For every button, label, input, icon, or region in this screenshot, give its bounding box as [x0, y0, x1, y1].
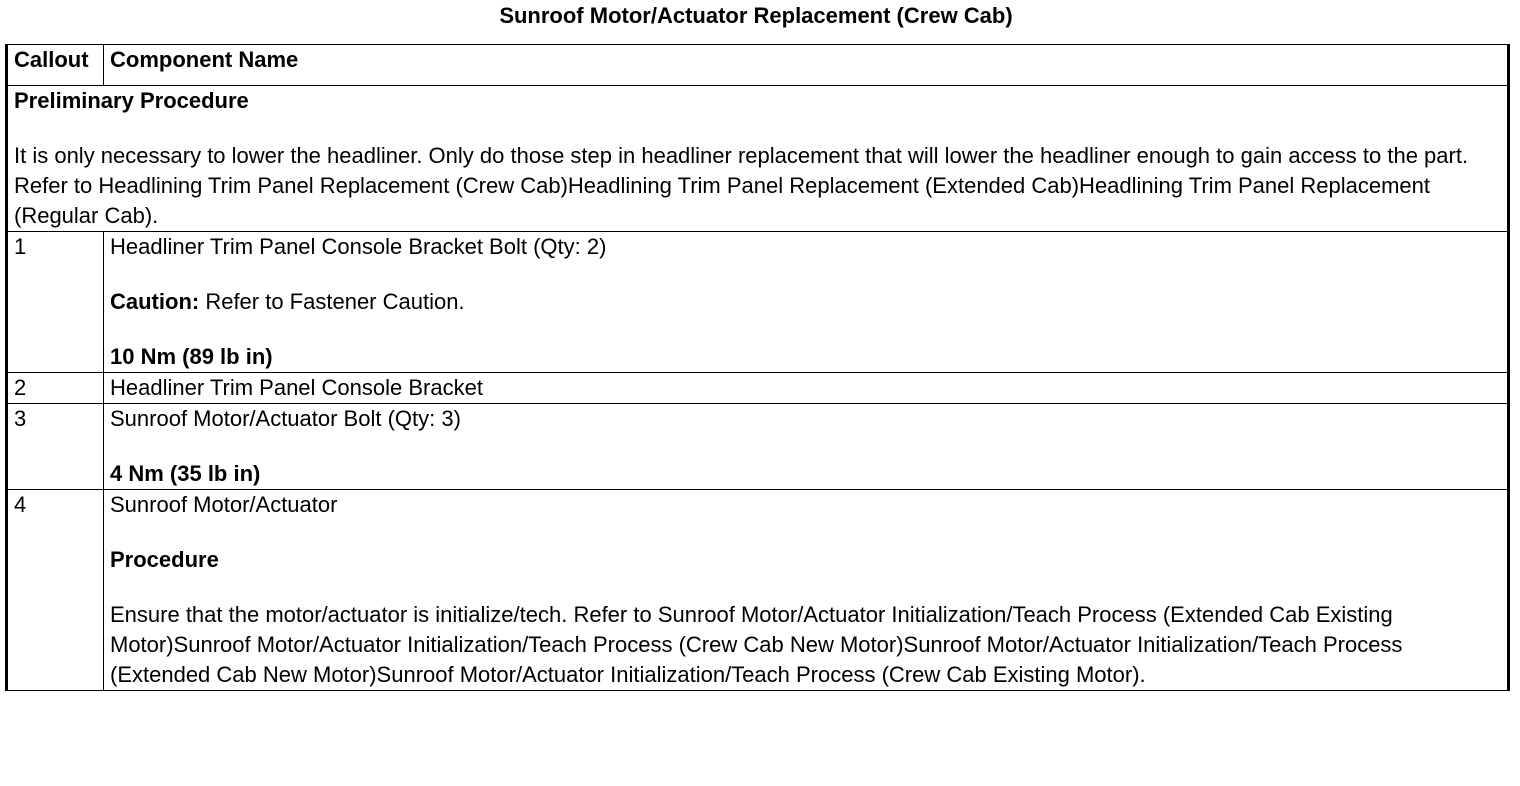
table-row: 1 Headliner Trim Panel Console Bracket B… [5, 231, 1510, 373]
preliminary-procedure-heading: Preliminary Procedure [14, 88, 249, 113]
caution-note: Caution: Refer to Fastener Caution. [110, 287, 1501, 317]
component-cell: Sunroof Motor/Actuator Bolt (Qty: 3) 4 N… [103, 403, 1510, 490]
preliminary-procedure-text: It is only necessary to lower the headli… [14, 143, 1469, 228]
torque-spec: 10 Nm (89 lb in) [110, 344, 273, 369]
callout-number: 4 [5, 489, 104, 691]
component-name: Sunroof Motor/Actuator Bolt (Qty: 3) [110, 406, 461, 431]
component-cell: Headliner Trim Panel Console Bracket [103, 372, 1510, 404]
preliminary-procedure-row: Preliminary Procedure It is only necessa… [5, 85, 1510, 232]
callout-number: 1 [5, 231, 104, 373]
component-cell: Sunroof Motor/Actuator Procedure Ensure … [103, 489, 1510, 691]
page-title: Sunroof Motor/Actuator Replacement (Crew… [499, 3, 1013, 28]
table-row: 3 Sunroof Motor/Actuator Bolt (Qty: 3) 4… [5, 403, 1510, 490]
component-name-column-header: Component Name [103, 44, 1510, 86]
callout-number: 2 [5, 372, 104, 404]
table-header-row: Callout Component Name [5, 44, 1510, 86]
torque-spec: 4 Nm (35 lb in) [110, 461, 261, 486]
component-name: Headliner Trim Panel Console Bracket Bol… [110, 234, 607, 259]
callout-column-header: Callout [5, 44, 104, 86]
component-name: Headliner Trim Panel Console Bracket [110, 375, 483, 400]
callout-number: 3 [5, 403, 104, 490]
component-name: Sunroof Motor/Actuator [110, 492, 338, 517]
preliminary-procedure-cell: Preliminary Procedure It is only necessa… [5, 85, 1510, 232]
caution-text: Refer to Fastener Caution. [199, 289, 465, 314]
component-table: Callout Component Name Preliminary Proce… [5, 44, 1510, 691]
caution-label: Caution: [110, 289, 200, 314]
procedure-heading: Procedure [110, 547, 219, 572]
table-row: 2 Headliner Trim Panel Console Bracket [5, 372, 1510, 404]
table-row: 4 Sunroof Motor/Actuator Procedure Ensur… [5, 489, 1510, 691]
procedure-text: Ensure that the motor/actuator is initia… [110, 602, 1403, 687]
component-cell: Headliner Trim Panel Console Bracket Bol… [103, 231, 1510, 373]
